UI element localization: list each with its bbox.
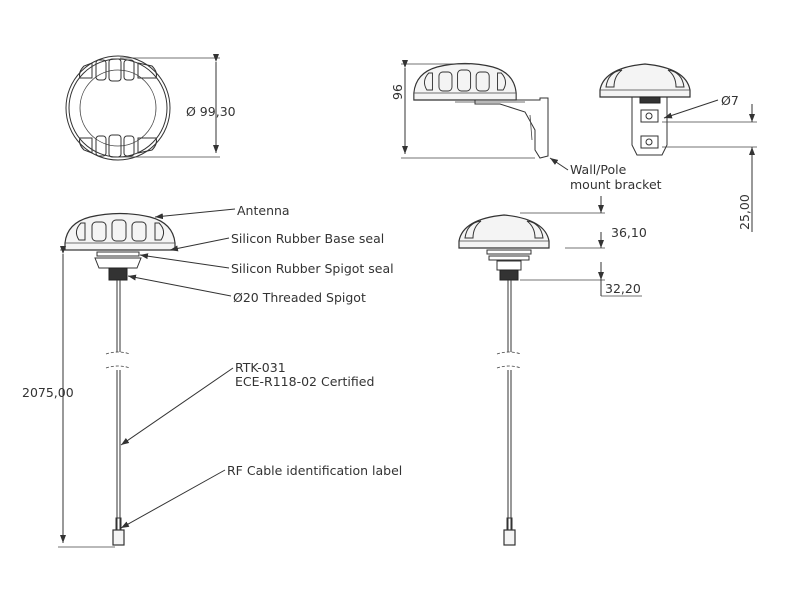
hole-diameter-dimension: Ø7 — [721, 93, 739, 108]
spigot-length-dimension: 32,20 — [605, 281, 641, 296]
height-dimension: 96 — [390, 84, 405, 100]
profile-view: 36,10 32,20 — [458, 196, 647, 546]
callout-model: RTK-031 — [235, 360, 286, 375]
diameter-dimension: Ø 99,30 — [186, 104, 236, 119]
top-view: Ø 99,30 — [65, 54, 236, 161]
callout-spigot-seal: Silicon Rubber Spigot seal — [231, 261, 394, 276]
callout-spigot: Ø20 Threaded Spigot — [233, 290, 366, 305]
callout-certification: ECE-R118-02 Certified — [235, 374, 374, 389]
callout-base-seal: Silicon Rubber Base seal — [231, 231, 384, 246]
bracket-label-line1: Wall/Pole — [570, 162, 627, 177]
side-view: 96 Wall/Pole mount bracket — [390, 60, 662, 192]
spacing-dimension: 25,00 — [737, 194, 752, 230]
bracket-label-line2: mount bracket — [570, 177, 662, 192]
callout-antenna: Antenna — [237, 203, 290, 218]
front-view: Ø7 25,00 — [599, 63, 757, 232]
cable-assembly-view: 2075,00 Antenna Silicon Rubber Base seal… — [22, 203, 402, 548]
callout-cable-label: RF Cable identification label — [227, 463, 402, 478]
dome-height-dimension: 36,10 — [611, 225, 647, 240]
cable-length-dimension: 2075,00 — [22, 385, 74, 400]
